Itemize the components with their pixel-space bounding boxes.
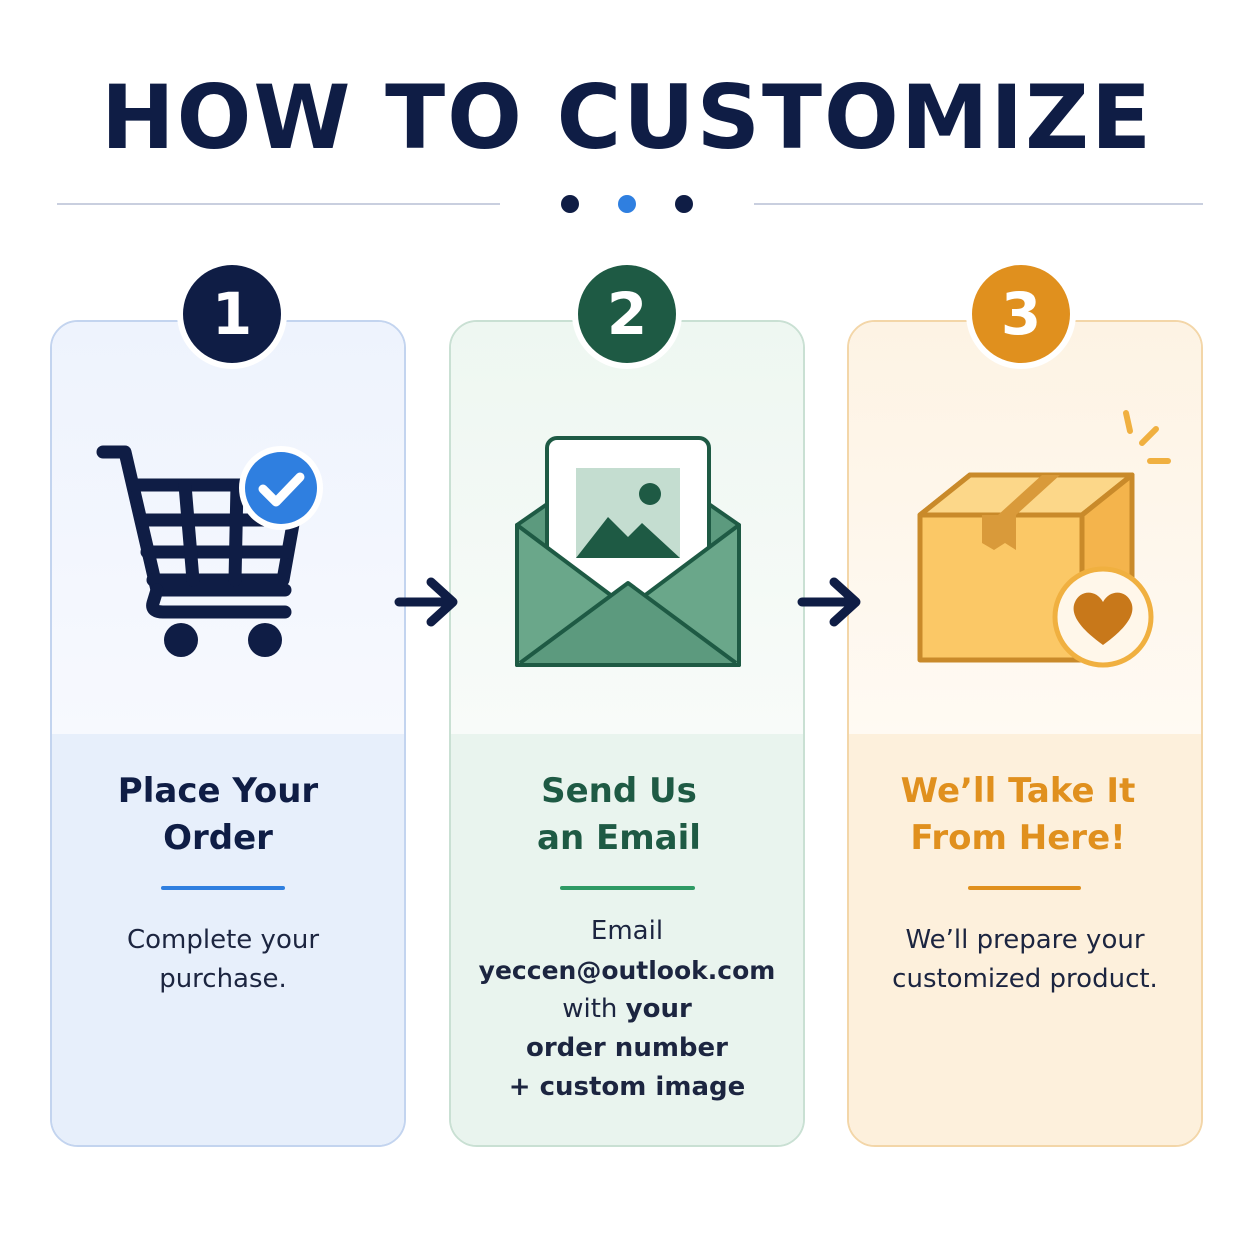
step-card-1 [50, 320, 406, 1147]
step-2-description-line: with your [449, 990, 805, 1029]
step-card-3-text-area [849, 734, 1201, 1145]
step-3-description-line: We’ll prepare your [905, 925, 1145, 955]
step-number-badge-2: 2 [578, 265, 676, 363]
divider-left [57, 203, 500, 205]
step-2-description-line: Email [590, 916, 664, 946]
shopping-cart-icon [96, 445, 323, 657]
envelope-image-icon [515, 436, 741, 667]
step-1-description: Complete your purchase. [45, 921, 401, 999]
step-3-heading-line: We’ll Take It [900, 771, 1136, 811]
step-2-description-line: + custom image [508, 1072, 746, 1102]
contact-email: yeccen@outlook.com [478, 956, 776, 985]
divider-dot-icon [675, 195, 693, 213]
step-2-your-text: your [625, 994, 692, 1024]
step-1-heading-line: Place Your [117, 771, 319, 811]
divider-dot-active-icon [618, 195, 636, 213]
step-1-heading: Place Your Order [40, 768, 396, 862]
step-2-heading-line: Send Us [541, 771, 697, 811]
arrow-right-icon [394, 577, 458, 627]
step-2-heading: Send Us an Email [441, 768, 797, 862]
divider-right [754, 203, 1203, 205]
package-heart-icon [917, 410, 1171, 668]
step-1-underline [161, 886, 285, 890]
step-card-1-text-area [52, 734, 404, 1145]
step-2-underline [560, 886, 695, 890]
step-3-underline [968, 886, 1081, 890]
step-2-description: Email yeccen@outlook.com with your order… [449, 912, 805, 1107]
arrow-right-icon [797, 577, 861, 627]
step-3-heading: We’ll Take It From Here! [840, 768, 1196, 862]
step-number-badge-3: 3 [972, 265, 1070, 363]
step-3-description-line: customized product. [892, 964, 1158, 994]
step-3-heading-line: From Here! [910, 818, 1126, 858]
step-2-heading-line: an Email [537, 818, 701, 858]
step-card-2-text-area [451, 734, 803, 1145]
step-1-description-line: purchase. [159, 964, 287, 994]
page-title: HOW TO CUSTOMIZE [100, 66, 1154, 169]
step-1-description-line: Complete your [126, 925, 320, 955]
step-2-description-line: order number [526, 1033, 728, 1063]
step-number-badge-1: 1 [183, 265, 281, 363]
step-2-with-text: with [562, 994, 618, 1024]
step-3-description: We’ll prepare your customized product. [847, 921, 1203, 999]
divider-dot-icon [561, 195, 579, 213]
step-1-heading-line: Order [163, 818, 273, 858]
step-card-1-illustration-area [52, 322, 404, 734]
